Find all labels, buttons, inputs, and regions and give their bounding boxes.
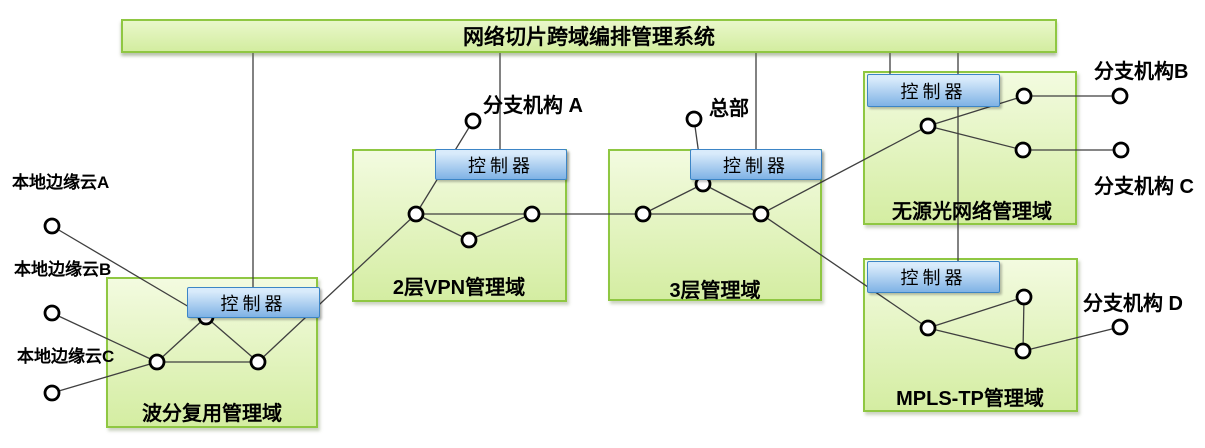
controller-label: 控制器 bbox=[220, 293, 287, 314]
controller-box-l2vpn: 控制器 bbox=[435, 149, 567, 180]
node-cloudC bbox=[43, 384, 61, 402]
domain-label-wdm: 波分复用管理域 bbox=[142, 403, 282, 425]
system-banner: 网络切片跨域编排管理系统 bbox=[121, 19, 1057, 53]
controller-box-mpls: 控制器 bbox=[867, 261, 1000, 293]
label-branch-d: 分支机构 D bbox=[1083, 293, 1183, 315]
label-branch-b: 分支机构B bbox=[1094, 61, 1189, 83]
controller-label: 控制器 bbox=[468, 155, 534, 176]
domain-label-l2vpn: 2层VPN管理域 bbox=[392, 277, 526, 299]
node-brD bbox=[1111, 318, 1129, 336]
domain-label-mpls: MPLS-TP管理域 bbox=[896, 388, 1044, 410]
node-brA bbox=[464, 112, 482, 130]
controller-label: 控制器 bbox=[723, 155, 789, 176]
node-hq bbox=[685, 110, 703, 128]
label-branch-c: 分支机构 C bbox=[1094, 176, 1194, 198]
label-local-edge-cloud-b: 本地边缘云B bbox=[14, 260, 112, 279]
controller-box-l3: 控制器 bbox=[690, 149, 822, 180]
label-headquarters: 总部 bbox=[709, 98, 749, 120]
controller-box-pon: 控制器 bbox=[867, 74, 1000, 107]
system-title: 网络切片跨域编排管理系统 bbox=[463, 26, 715, 49]
node-cloudB bbox=[43, 304, 61, 322]
controller-label: 控制器 bbox=[900, 268, 967, 288]
label-local-edge-cloud-c: 本地边缘云C bbox=[17, 347, 115, 366]
node-brB bbox=[1111, 87, 1129, 105]
label-branch-a: 分支机构 A bbox=[483, 95, 583, 117]
node-brC bbox=[1112, 141, 1130, 159]
node-cloudA bbox=[43, 217, 61, 235]
domain-label-pon: 无源光网络管理域 bbox=[892, 201, 1052, 223]
label-local-edge-cloud-a: 本地边缘云A bbox=[12, 173, 110, 192]
controller-box-wdm: 控制器 bbox=[187, 287, 320, 318]
controller-label: 控制器 bbox=[900, 81, 967, 102]
domain-label-l3: 3层管理域 bbox=[669, 280, 761, 302]
